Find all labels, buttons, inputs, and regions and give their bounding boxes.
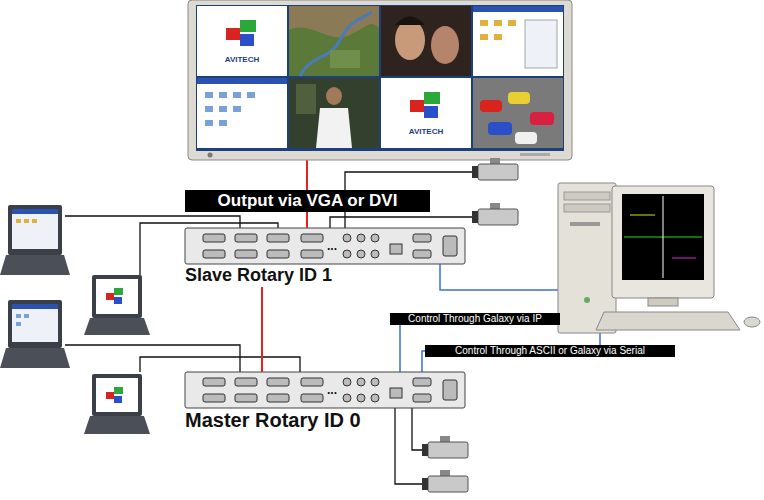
video-cables [65, 172, 472, 484]
camera [472, 203, 518, 225]
laptop [0, 205, 70, 275]
laptop [84, 374, 150, 434]
port-ellipsis: ... [327, 384, 337, 396]
desktop-pc [558, 183, 760, 333]
output-label: Output via VGA or DVI [185, 190, 430, 212]
label-text: Master Rotary ID 0 [185, 408, 361, 433]
label-text: Control Through ASCII or Galaxy via Seri… [455, 345, 645, 357]
video-cable [261, 287, 263, 372]
laptop [0, 300, 70, 368]
rack-unit [185, 372, 465, 408]
laptop [84, 275, 150, 335]
label-text: Control Through Galaxy via IP [408, 313, 542, 325]
device-label: Master Rotary ID 0 [185, 372, 465, 433]
camera [422, 470, 468, 492]
output-cable [306, 160, 308, 190]
control-label: Control Through ASCII or Galaxy via Seri… [425, 345, 675, 357]
logo-text: AVITECH [409, 128, 444, 136]
rack-unit [185, 228, 465, 264]
lcd-monitor [188, 0, 572, 160]
video-cable [306, 212, 308, 228]
camera [422, 436, 468, 458]
camera [472, 158, 518, 180]
device-label: Slave Rotary ID 1 [185, 228, 465, 287]
label-text: Output via VGA or DVI [218, 190, 398, 212]
control-label: Control Through Galaxy via IP [390, 313, 560, 325]
logo-text: AVITECH [225, 56, 260, 64]
port-ellipsis: ... [327, 240, 337, 252]
label-text: Slave Rotary ID 1 [185, 264, 332, 287]
